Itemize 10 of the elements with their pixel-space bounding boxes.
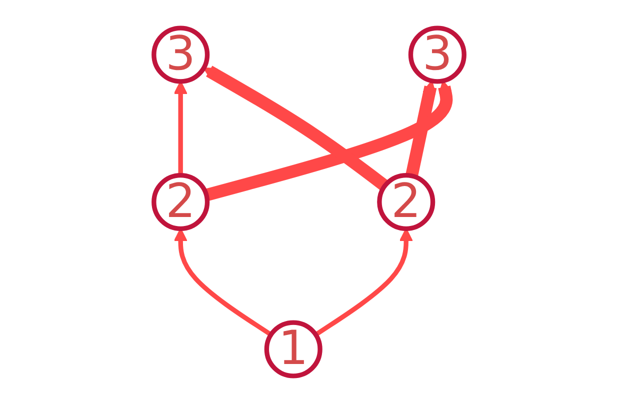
- arrow: [314, 228, 413, 337]
- node-circle: 3: [152, 26, 210, 84]
- node-circle: 1: [264, 320, 322, 378]
- arrow: [203, 66, 389, 191]
- node-circle: 2: [377, 172, 436, 232]
- arrow: [174, 228, 272, 337]
- arrow: [204, 80, 453, 202]
- arrow: [406, 80, 437, 178]
- node-circle: 2: [152, 172, 210, 232]
- node-circle: 3: [408, 26, 466, 84]
